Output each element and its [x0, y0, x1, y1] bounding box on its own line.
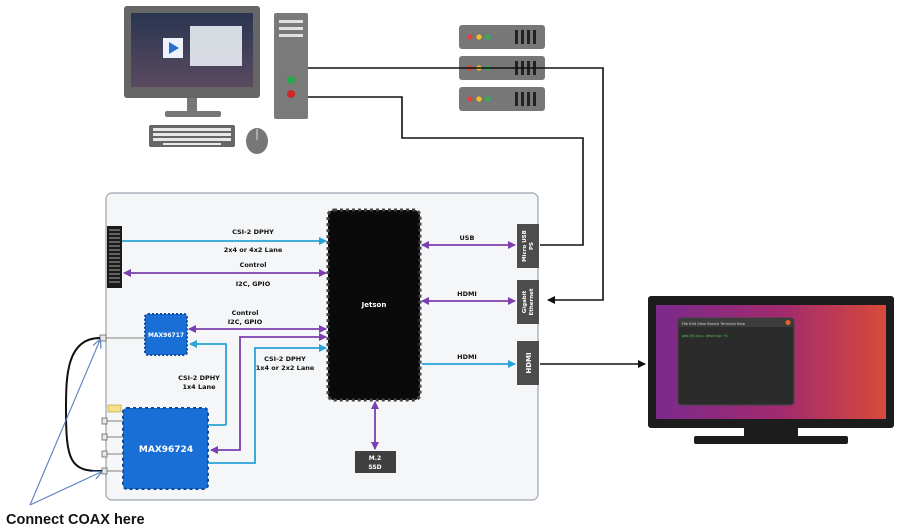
coax-annotation: Connect COAX here [6, 512, 145, 527]
csi-link-max96724 [208, 344, 327, 464]
coax-pins [101, 417, 123, 475]
max96717-label: MAX96717 [148, 332, 184, 339]
control-mid-label-2: I2C, GPIO [228, 318, 263, 326]
csi-mid-label-2: 1x4 or 2x2 Lane [256, 364, 315, 372]
ethernet-cable [308, 67, 604, 304]
coax-label-tag [107, 404, 122, 413]
csi-mid-label-1: CSI-2 DPHY [264, 355, 306, 363]
power-led-green [287, 76, 295, 84]
csi-top-label-2: 2x4 or 4x2 Lane [224, 246, 283, 254]
usb-cable [308, 96, 584, 246]
gigabit-label-1: Gigabit [522, 290, 528, 313]
server-unit-1 [459, 25, 545, 49]
expansion-header [107, 226, 122, 288]
control-mid-label-1: Control [232, 309, 259, 317]
micro-usb-label-2: PS [529, 242, 535, 250]
server-unit-3 [459, 87, 545, 111]
play-icon-glyph [169, 42, 179, 54]
control-top-label-1: Control [240, 261, 267, 269]
control-top-label-2: I2C, GPIO [236, 280, 271, 288]
mouse-icon [246, 128, 268, 154]
desktop-computer [124, 6, 308, 154]
coax-pointer-2 [29, 472, 101, 506]
coax-cable [64, 337, 103, 473]
micro-usb-connector: Micro USB PS [517, 224, 539, 268]
pc-monitor-neck [187, 98, 197, 112]
terminal-menu: File Edit View Search Terminal Help [682, 322, 746, 326]
power-led-red [287, 90, 295, 98]
gigabit-label-2: Ethernet [529, 288, 535, 315]
pc-tower [274, 13, 308, 119]
display-monitor: File Edit View Search Terminal Help gmsl… [648, 296, 894, 444]
display-neck [744, 428, 798, 438]
csi-top-label-1: CSI-2 DPHY [232, 228, 274, 236]
usb-label: USB [460, 234, 475, 242]
max96724-chip: MAX96724 [122, 407, 209, 490]
jetson-label: Jetson [361, 301, 387, 309]
terminal-titlebar [678, 318, 794, 327]
keyboard-keys [153, 128, 231, 145]
m2-label-2: SSD [368, 464, 381, 471]
jetson-module: Jetson [326, 208, 422, 402]
m2-ssd: M.2 SSD [355, 451, 396, 473]
pc-monitor-base [165, 111, 221, 117]
hdmi-top-label: HDMI [457, 290, 477, 298]
hdmi-connector: HDMI [517, 341, 539, 385]
max96717-coax-pin [99, 334, 107, 342]
hdmi-bottom-label: HDMI [457, 353, 477, 361]
max96717-chip: MAX96717 [144, 313, 188, 356]
hdmi-connector-label: HDMI [525, 352, 533, 373]
gigabit-ethernet-connector: Gigabit Ethernet [517, 280, 539, 324]
control-link-max96724 [210, 333, 327, 454]
terminal-window [677, 317, 795, 406]
csi-left-label-1: CSI-2 DPHY [178, 374, 220, 382]
terminal-prompt: gmsl@linux-desktop:~$ [682, 334, 727, 338]
micro-usb-label-1: Micro USB [522, 230, 528, 262]
display-stand [694, 436, 848, 444]
m2-label-1: M.2 [369, 455, 381, 462]
coax-pointer-1 [29, 340, 100, 506]
csi-left-label-2: 1x4 Lane [182, 383, 216, 391]
max96724-label: MAX96724 [139, 445, 193, 455]
pc-screen-window [190, 26, 242, 66]
terminal-close-icon [785, 320, 791, 325]
